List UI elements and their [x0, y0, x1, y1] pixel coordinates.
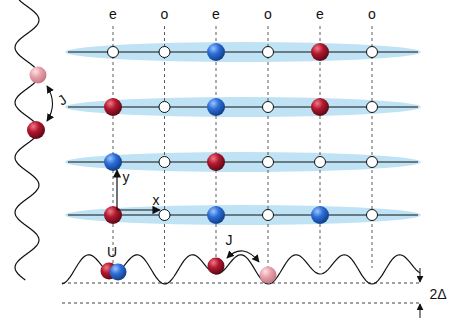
blue-atom	[207, 43, 225, 61]
tunneling-label: J	[55, 92, 69, 107]
level-line	[62, 283, 420, 284]
site-parity: e	[316, 7, 324, 21]
red-atom	[311, 43, 329, 61]
empty-site	[367, 210, 378, 221]
column-line	[268, 26, 269, 268]
site-parity: o	[264, 7, 272, 21]
empty-site	[108, 47, 119, 58]
offset-label: 2Δ	[429, 287, 446, 301]
y-axis	[116, 170, 117, 210]
empty-site	[263, 157, 274, 168]
site-parity: e	[212, 7, 220, 21]
column-line	[164, 26, 165, 268]
tunnel-arrow	[47, 86, 53, 121]
empty-site	[159, 210, 170, 221]
axis-label: x	[153, 193, 160, 207]
column-line	[216, 26, 217, 268]
tube-ellipse	[65, 42, 421, 62]
red-atom	[208, 258, 225, 275]
empty-site	[263, 47, 274, 58]
interaction-label: U	[107, 245, 117, 259]
offset-arrow	[420, 268, 421, 282]
row-line	[68, 52, 418, 53]
site-parity: o	[161, 7, 169, 21]
empty-site	[367, 102, 378, 113]
empty-site	[263, 210, 274, 221]
column-line	[320, 26, 321, 268]
offset-arrow	[420, 304, 421, 318]
tube-ellipse	[65, 152, 421, 172]
red-atom	[311, 98, 329, 116]
tunneling-label: J	[226, 233, 233, 247]
empty-site	[159, 47, 170, 58]
column-line	[372, 26, 373, 268]
empty-site	[159, 157, 170, 168]
blue-atom	[311, 206, 329, 224]
level-line	[62, 303, 420, 304]
x-axis	[117, 209, 160, 210]
empty-site	[315, 157, 326, 168]
axis-label: y	[123, 170, 130, 184]
blue-atom	[207, 98, 225, 116]
empty-site	[367, 157, 378, 168]
tube-ellipse	[65, 97, 421, 117]
blue-atom	[104, 153, 122, 171]
site-parity: o	[368, 7, 376, 21]
horizontal-potential	[62, 255, 420, 284]
tube-ellipse	[65, 205, 421, 225]
red-atom	[104, 206, 122, 224]
tunnel-arrow	[227, 251, 259, 262]
pale-atom	[260, 267, 277, 284]
red-atom	[207, 153, 225, 171]
empty-site	[263, 102, 274, 113]
vertical-potential	[15, 0, 39, 280]
site-parity: e	[109, 7, 117, 21]
blue-atom	[110, 264, 127, 281]
red-atom	[104, 98, 122, 116]
blue-atom	[207, 206, 225, 224]
empty-site	[367, 47, 378, 58]
empty-site	[159, 102, 170, 113]
pale-atom	[30, 67, 47, 84]
red-atom	[27, 121, 45, 139]
column-line	[113, 26, 114, 268]
